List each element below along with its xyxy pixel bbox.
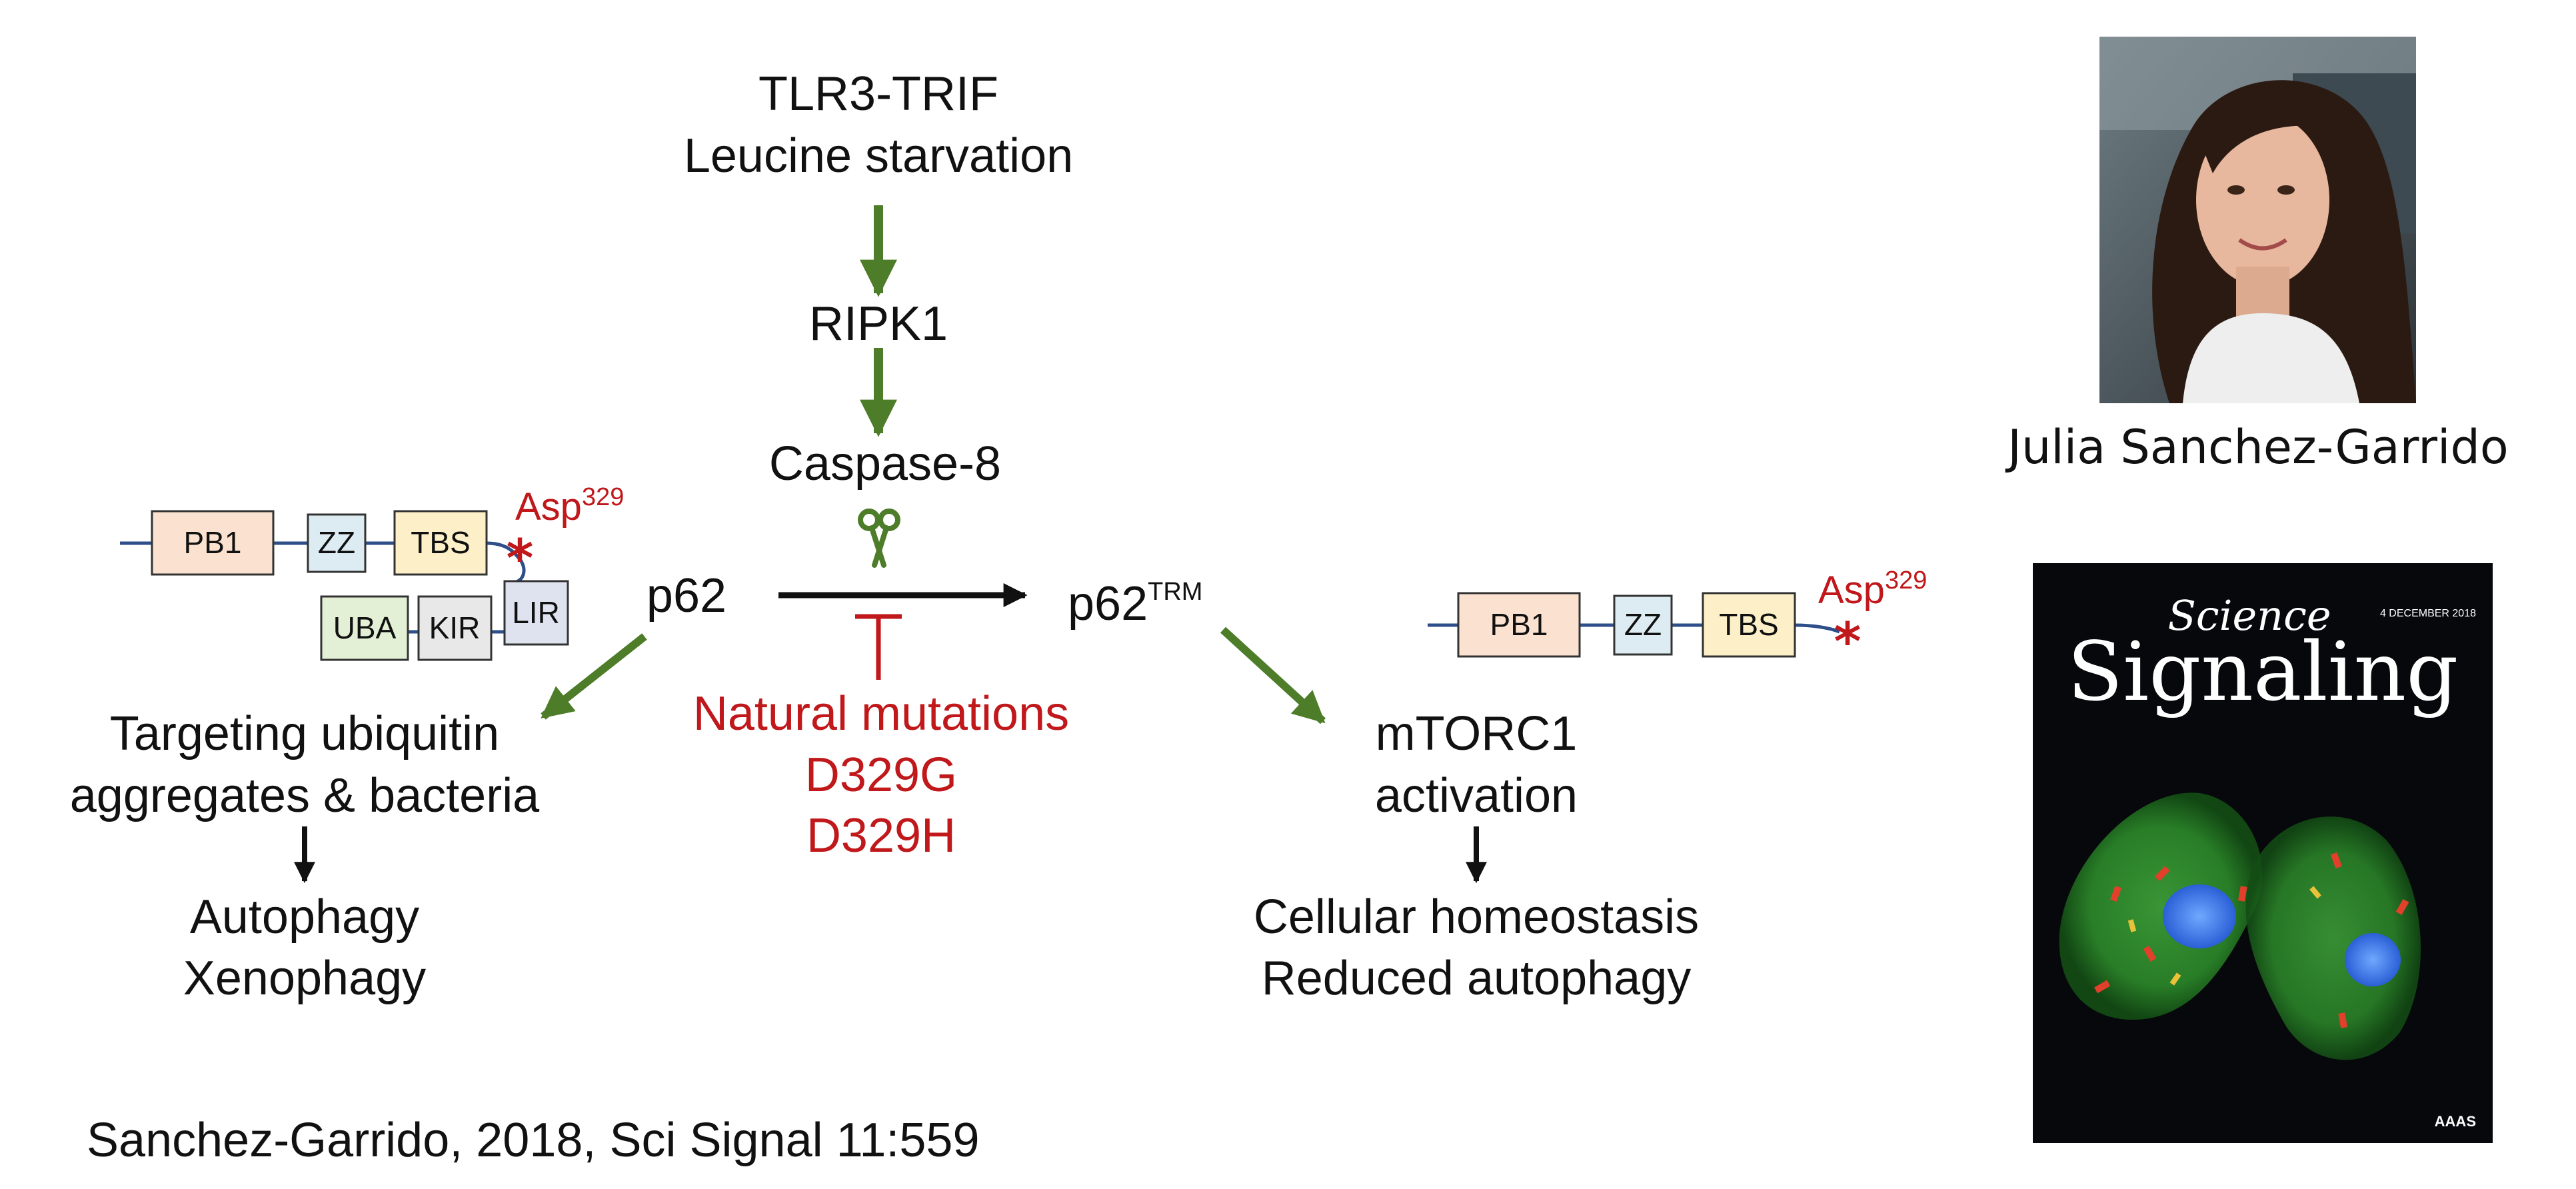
stimulus-line2: Leucine starvation [684,129,1073,183]
domain-zz-label: ZZ [318,525,355,560]
domain-pb1 [1457,592,1581,658]
cover-science: Science [2167,591,2331,640]
natural-mutations-label: Natural mutations [693,687,1069,740]
arrow-p62-to-targeting [541,633,647,720]
scissors-icon [858,509,900,568]
p62trm-label: p62TRM [1068,577,1202,630]
domain-kir [417,595,493,661]
domain-uba-label: UBA [333,610,397,645]
left-outcome-line1: Targeting ubiquitin [110,707,499,760]
right-result-line2: Reduced autophagy [1262,952,1692,1005]
domain-lir [503,580,569,646]
asp329-label: Asp329 [1818,567,1927,612]
left-result-line1: Autophagy [190,890,419,944]
arrow-p62trm-to-mtorc1 [1220,626,1326,724]
p62-label: p62 [646,569,726,622]
asterisk-icon: * [1834,612,1862,672]
domain-zz [307,513,367,573]
domain-pb1 [151,510,275,576]
author-photo [2099,37,2416,404]
p62trm-domain-schematic: PB1 ZZ TBS * Asp329 [1428,567,1927,672]
p62-full-domain-schematic: PB1 ZZ TBS UBA KIR LIR * Asp329 [120,483,624,661]
mutation-d329h: D329H [806,809,956,862]
domain-pb1-label: PB1 [1490,607,1548,642]
mutation-d329g: D329G [805,748,957,802]
domain-tbs-label: TBS [1719,607,1778,642]
domain-tbs [393,510,488,576]
asterisk-icon: * [507,529,534,589]
journal-cover: Science Signaling 4 DECEMBER 2018 AAAS [2033,563,2493,1143]
domain-lir-label: LIR [512,595,560,630]
cover-date: 4 DECEMBER 2018 [2380,608,2476,619]
stimulus-line1: TLR3-TRIF [758,67,998,121]
left-outcome-line2: aggregates & bacteria [70,769,540,822]
right-outcome-line1: mTORC1 [1376,707,1578,760]
domain-pb1-label: PB1 [184,525,242,560]
left-result-line2: Xenophagy [183,952,426,1005]
ripk1-label: RIPK1 [809,297,948,351]
citation-text: Sanchez-Garrido, 2018, Sci Signal 11:559 [87,1114,980,1167]
domain-zz-label: ZZ [1624,607,1662,642]
inhibition-bar [855,614,902,680]
domain-uba [320,595,409,661]
domain-tbs-label: TBS [411,525,470,560]
right-outcome-line2: activation [1375,769,1578,822]
author-caption: Julia Sanchez-Garrido [2005,420,2508,475]
right-result-line1: Cellular homeostasis [1254,890,1699,944]
domain-zz [1613,594,1673,656]
domain-tbs [1702,592,1796,658]
domain-kir-label: KIR [429,610,481,645]
cover-publisher: AAAS [2435,1113,2476,1130]
caspase8-label: Caspase-8 [769,437,1001,491]
cover-signaling: Signaling [2067,624,2459,719]
asp329-label: Asp329 [515,483,624,529]
